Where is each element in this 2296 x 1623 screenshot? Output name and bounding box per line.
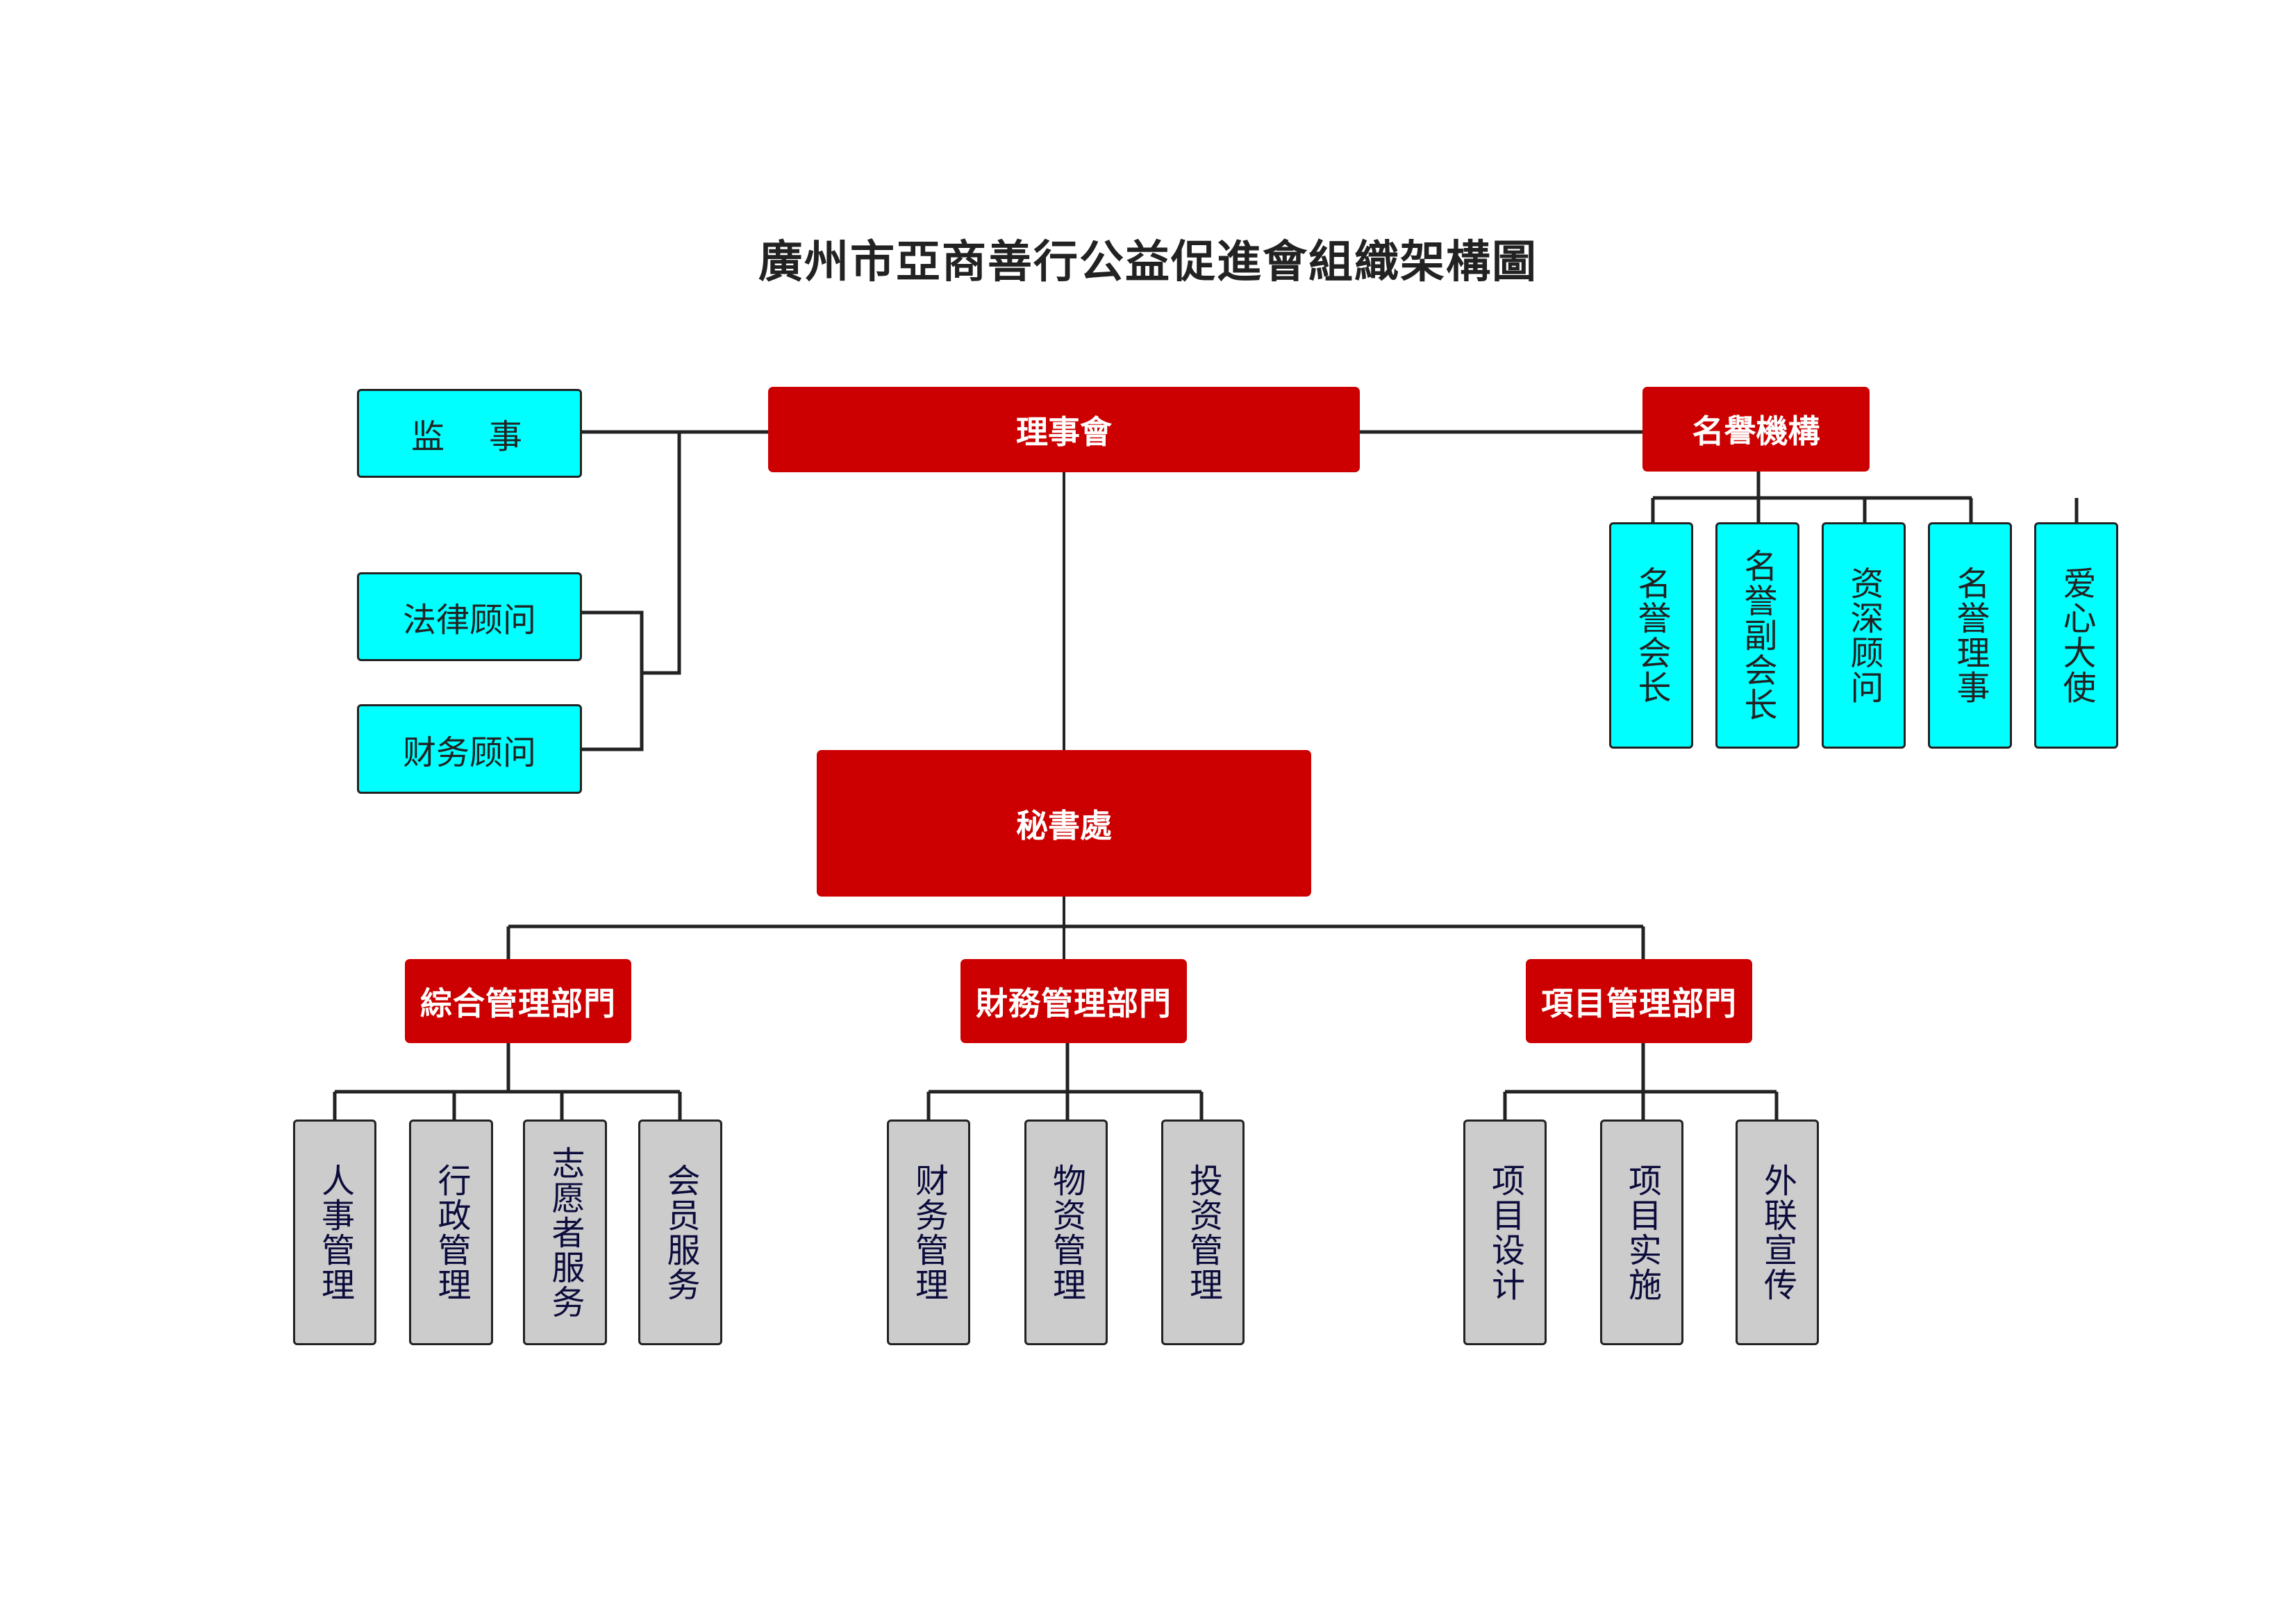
advisor-box-legal[interactable]: 法律顾问 bbox=[357, 572, 582, 661]
honorary-member-label: 爱心大使 bbox=[2056, 566, 2096, 705]
department-label: 項目管理部門 bbox=[1541, 984, 1737, 1022]
chart-title: 廣州市亞商善行公益促進會組織架構圖 bbox=[758, 237, 1538, 288]
honorary-member-label: 资深顾问 bbox=[1844, 566, 1883, 705]
department-label: 財務管理部門 bbox=[976, 984, 1172, 1022]
unit-box[interactable]: 人事管理 bbox=[293, 1120, 376, 1345]
connector-advisors-trunk bbox=[642, 432, 681, 675]
department-box-finance[interactable]: 財務管理部門 bbox=[960, 959, 1187, 1043]
unit-box[interactable]: 物资管理 bbox=[1024, 1120, 1108, 1345]
unit-label: 物资管理 bbox=[1047, 1163, 1085, 1302]
board-label: 理事會 bbox=[1016, 413, 1112, 451]
unit-box[interactable]: 外联宣传 bbox=[1736, 1120, 1819, 1345]
unit-label: 外联宣传 bbox=[1758, 1163, 1797, 1302]
honorary-member-box[interactable]: 名誉副会长 bbox=[1715, 522, 1799, 749]
advisor-box-finance[interactable]: 财务顾问 bbox=[357, 704, 582, 794]
secretariat-label: 秘書處 bbox=[1016, 806, 1112, 844]
unit-label: 会员服务 bbox=[660, 1163, 700, 1302]
unit-box[interactable]: 项目实施 bbox=[1600, 1120, 1683, 1345]
unit-box[interactable]: 会员服务 bbox=[638, 1120, 722, 1345]
honorary-member-label: 名誉理事 bbox=[1950, 566, 1990, 705]
advisor-label: 财务顾问 bbox=[402, 733, 536, 772]
unit-label: 投资管理 bbox=[1183, 1163, 1222, 1302]
honorary-label: 名譽機構 bbox=[1692, 413, 1820, 450]
unit-label: 财务管理 bbox=[909, 1163, 948, 1302]
unit-box[interactable]: 行政管理 bbox=[409, 1120, 493, 1345]
department-label: 綜合管理部門 bbox=[420, 984, 616, 1022]
honorary-member-box[interactable]: 资深顾问 bbox=[1822, 522, 1906, 749]
unit-label: 项目设计 bbox=[1486, 1163, 1524, 1302]
connector-advisors-bracket bbox=[582, 610, 644, 751]
department-box-general[interactable]: 綜合管理部門 bbox=[405, 959, 631, 1043]
honorary-box[interactable]: 名譽機構 bbox=[1642, 387, 1870, 472]
honorary-member-box[interactable]: 爱心大使 bbox=[2034, 522, 2118, 749]
supervisor-box[interactable]: 监 事 bbox=[357, 389, 582, 478]
department-box-projects[interactable]: 項目管理部門 bbox=[1526, 959, 1752, 1043]
unit-box[interactable]: 项目设计 bbox=[1463, 1120, 1547, 1345]
honorary-member-label: 名誉会长 bbox=[1631, 566, 1671, 705]
honorary-member-box[interactable]: 名誉理事 bbox=[1928, 522, 2012, 749]
board-box[interactable]: 理事會 bbox=[768, 387, 1360, 472]
unit-box[interactable]: 志愿者服务 bbox=[523, 1120, 607, 1345]
unit-box[interactable]: 财务管理 bbox=[887, 1120, 970, 1345]
unit-label: 项目实施 bbox=[1622, 1163, 1661, 1302]
unit-label: 人事管理 bbox=[315, 1163, 354, 1302]
honorary-member-label: 名誉副会长 bbox=[1738, 549, 1777, 722]
secretariat-box[interactable]: 秘書處 bbox=[817, 750, 1311, 897]
unit-label: 行政管理 bbox=[431, 1163, 471, 1302]
unit-box[interactable]: 投资管理 bbox=[1161, 1120, 1245, 1345]
advisor-label: 法律顾问 bbox=[402, 601, 536, 640]
honorary-member-box[interactable]: 名誉会长 bbox=[1609, 522, 1693, 749]
supervisor-label: 监 事 bbox=[410, 417, 528, 456]
unit-label: 志愿者服务 bbox=[545, 1145, 585, 1320]
